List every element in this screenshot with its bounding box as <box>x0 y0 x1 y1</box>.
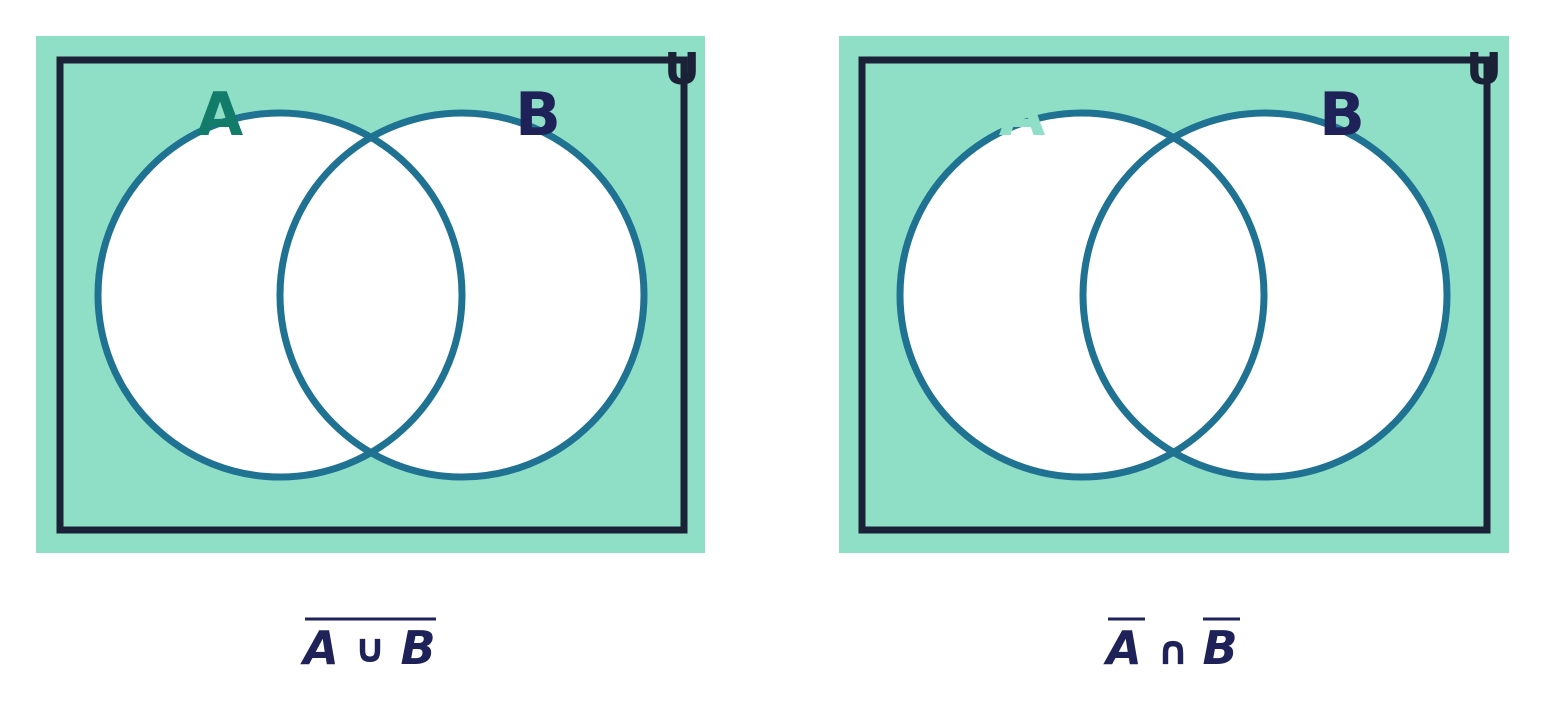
formula-set-b: B <box>1202 621 1237 675</box>
set-a-circle <box>94 109 466 481</box>
universe-label: U <box>1466 44 1502 95</box>
universe-border <box>858 56 1491 534</box>
formula-set-a: A <box>1103 621 1142 675</box>
set-b-circle <box>1079 109 1451 481</box>
formula-union-operator: ∪ <box>354 626 386 672</box>
formula-intersection-operator: ∩ <box>1157 628 1189 674</box>
set-b-label: B <box>515 80 561 150</box>
set-b-label: B <box>1319 80 1365 150</box>
set-a-label: A <box>197 80 244 150</box>
venn-panel-right: U A B A ∩ B <box>839 36 1509 675</box>
set-a-circle <box>896 109 1268 481</box>
venn-panel-left: U A B A ∪ B <box>36 36 705 675</box>
universe-border <box>56 56 688 534</box>
set-b-circle <box>276 109 648 481</box>
set-a-label: A <box>999 80 1046 150</box>
universe-label: U <box>664 44 700 95</box>
formula-set-b: B <box>400 621 435 675</box>
formula-set-a: A <box>300 621 339 675</box>
formula-union-complement: A ∪ B <box>300 617 436 675</box>
formula-intersection-of-complements: A ∩ B <box>1103 617 1240 675</box>
